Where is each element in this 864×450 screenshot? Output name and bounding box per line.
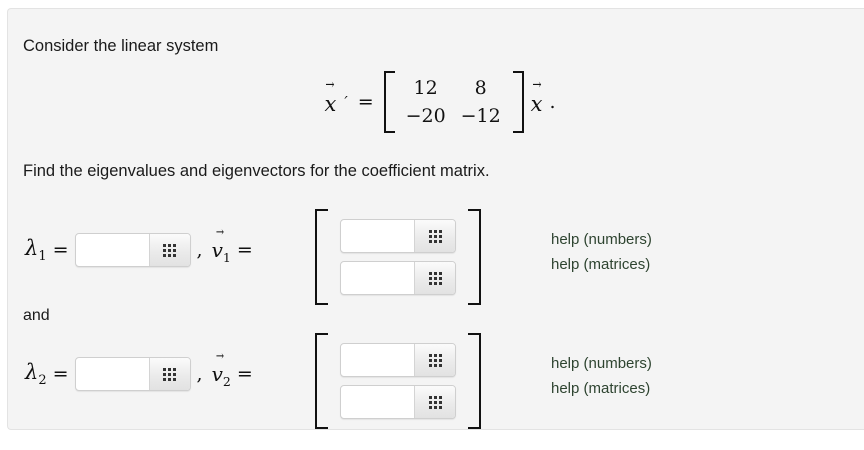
eigenvector-1-component-2-field[interactable]: [340, 261, 456, 295]
help-numbers-link-2[interactable]: help (numbers): [551, 355, 652, 372]
keypad-grid-icon: [163, 367, 177, 381]
v-glyph: v: [211, 237, 223, 262]
lambda-glyph: λ: [25, 235, 39, 260]
eigenvector-2-component-1-keypad-button[interactable]: [414, 344, 455, 376]
keypad-grid-icon: [428, 229, 442, 243]
matrix-cell-r2c1: −20: [405, 104, 446, 127]
lambda-subscript: 2: [38, 373, 47, 389]
problem-panel: Consider the linear system x′ = 12 8 −20…: [7, 8, 864, 430]
answer-2-separator: ,: [196, 363, 203, 385]
matrix-cell-r2c2: −12: [460, 104, 501, 127]
matrix-equation: x ′ = 12 8 −20 −12 x.: [8, 71, 864, 133]
coefficient-matrix: 12 8 −20 −12: [383, 71, 524, 133]
prompt-text: Consider the linear system: [23, 37, 219, 55]
eigenvector-2-component-2-field[interactable]: [340, 385, 456, 419]
help-links-1: help (numbers) help (matrices): [551, 229, 652, 276]
eigenvector-1-component-1-field[interactable]: [340, 219, 456, 253]
question-text: Find the eigenvalues and eigenvectors fo…: [23, 162, 490, 180]
eigenvalue-1-input[interactable]: [75, 234, 149, 266]
equation-equals-sign: =: [357, 91, 374, 113]
vector-2-left-bracket: [315, 333, 328, 429]
eigenvalue-2-label: λ2: [25, 360, 47, 388]
eigenvector-2-label: v2: [212, 360, 231, 389]
conjunction-text: and: [23, 307, 50, 324]
eigenvalue-1-label: λ1: [25, 236, 47, 264]
eigenvector-1-component-2-input[interactable]: [341, 262, 414, 294]
eigenvector-1-component-1-input[interactable]: [341, 220, 414, 252]
equation-lhs-vector: x: [324, 89, 336, 116]
eigenvalue-2-equals: =: [52, 363, 69, 385]
keypad-grid-icon: [163, 243, 177, 257]
eigenvalue-2-group: λ2 = , v2 =: [25, 357, 253, 391]
eigenvector-1-equals: =: [236, 239, 253, 261]
v-subscript: 1: [222, 249, 231, 265]
eigenvector-1-matrix: [315, 209, 481, 305]
help-matrices-link-1[interactable]: help (matrices): [551, 255, 651, 273]
eigenvalue-1-equals: =: [52, 239, 69, 261]
help-numbers-link-1[interactable]: help (numbers): [551, 231, 652, 248]
matrix-left-bracket: [383, 71, 395, 133]
eigenvalue-2-input[interactable]: [75, 358, 149, 390]
matrix-cell-r1c2: 8: [474, 76, 487, 99]
vector-1-left-bracket: [315, 209, 328, 305]
eigenvector-1-component-2-keypad-button[interactable]: [414, 262, 455, 294]
matrix-right-bracket: [512, 71, 524, 133]
eigenvalue-1-group: λ1 = , v1 =: [25, 233, 253, 267]
help-matrices-link-2[interactable]: help (matrices): [551, 379, 651, 397]
keypad-grid-icon: [428, 353, 442, 367]
eigenvector-1-label: v1: [212, 236, 231, 265]
eigenvalue-2-keypad-button[interactable]: [148, 358, 190, 390]
eigenvalue-1-keypad-button[interactable]: [148, 234, 190, 266]
lambda-glyph: λ: [25, 359, 39, 384]
vector-2-right-bracket: [468, 333, 481, 429]
v-glyph: v: [211, 361, 223, 386]
eigenvector-2-equals: =: [236, 363, 253, 385]
eigenvector-2-matrix: [315, 333, 481, 429]
eigenvector-2-component-2-keypad-button[interactable]: [414, 386, 455, 418]
equation-prime-mark: ′: [344, 93, 348, 111]
matrix-cell-r1c1: 12: [413, 76, 438, 99]
keypad-grid-icon: [428, 271, 442, 285]
eigenvector-2-component-1-field[interactable]: [340, 343, 456, 377]
eigenvector-1-component-1-keypad-button[interactable]: [414, 220, 455, 252]
answer-1-separator: ,: [196, 239, 203, 261]
answer-row-1: λ1 = , v1 =: [8, 205, 864, 305]
v-subscript: 2: [222, 373, 231, 389]
lambda-subscript: 1: [38, 249, 47, 265]
eigenvalue-1-field[interactable]: [74, 233, 191, 267]
keypad-grid-icon: [428, 395, 442, 409]
eigenvalue-2-field[interactable]: [74, 357, 191, 391]
equation-period: .: [549, 91, 556, 113]
equation-rhs-vector: x: [531, 89, 543, 116]
eigenvector-2-component-2-input[interactable]: [341, 386, 414, 418]
help-links-2: help (numbers) help (matrices): [551, 353, 652, 400]
vector-1-right-bracket: [468, 209, 481, 305]
eigenvector-2-component-1-input[interactable]: [341, 344, 414, 376]
answer-row-2: λ2 = , v2 =: [8, 329, 864, 429]
